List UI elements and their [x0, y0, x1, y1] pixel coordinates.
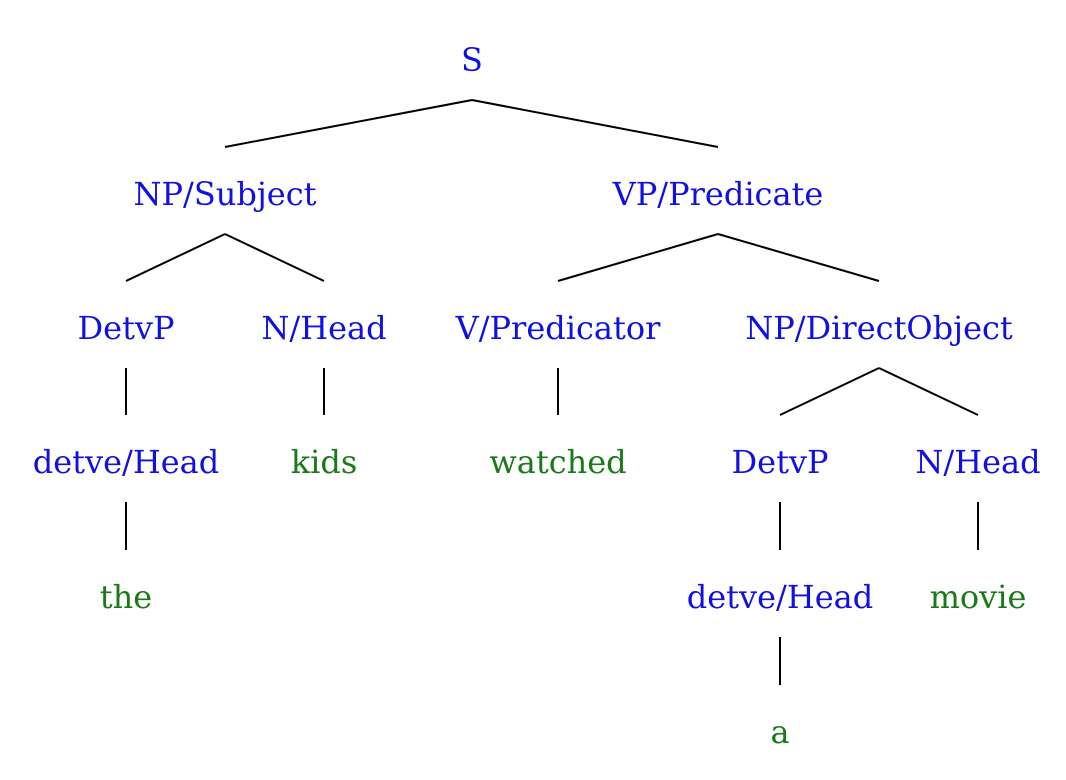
tree-edge	[779, 367, 880, 416]
category-node-s: S	[461, 41, 483, 79]
category-node-np-subject: NP/Subject	[134, 175, 317, 213]
edges-layer	[125, 99, 979, 685]
category-node-v-predicator: V/Predicator	[455, 309, 662, 347]
category-node-detvp: DetvP	[731, 443, 828, 481]
word-node-a: a	[770, 713, 789, 751]
tree-edge	[471, 99, 719, 148]
word-node-movie: movie	[930, 578, 1027, 616]
category-node-detve-head: detve/Head	[687, 578, 873, 616]
tree-edge	[717, 233, 880, 282]
category-node-detve-head: detve/Head	[33, 443, 219, 481]
word-node-watched: watched	[489, 443, 626, 481]
word-node-the: the	[100, 578, 152, 616]
tree-edge	[224, 99, 473, 148]
category-node-n-head: N/Head	[261, 309, 386, 347]
tree-edge	[557, 233, 719, 282]
word-node-kids: kids	[291, 443, 358, 481]
tree-edge	[125, 233, 226, 282]
category-node-n-head: N/Head	[915, 443, 1040, 481]
category-node-detvp: DetvP	[77, 309, 174, 347]
category-node-np-directobject: NP/DirectObject	[745, 309, 1013, 347]
category-node-vp-predicate: VP/Predicate	[612, 175, 824, 213]
tree-edge	[878, 367, 979, 416]
tree-edge	[224, 233, 325, 282]
